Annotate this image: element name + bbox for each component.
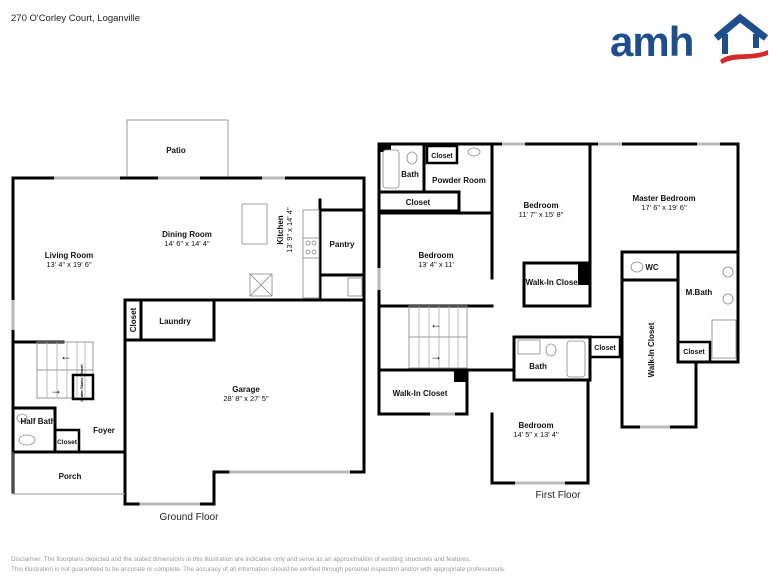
room-half-bath: Half Bath [20,417,55,426]
dims-garage: 28' 8" x 27' 5" [223,394,269,403]
dims-bedroom-1: 13' 4" x 11' [418,260,454,269]
swoosh-icon [720,50,768,64]
property-address: 270 O'Corley Court, Loganville [11,13,141,24]
dims-bedroom-2: 11' 7" x 15' 8" [519,210,564,219]
room-under-stairs-closet: Under Stairs Closet [79,364,84,402]
first-floor: ← → [377,142,740,485]
room-garage: Garage [232,385,260,394]
room-porch: Porch [59,472,82,481]
stair-arrow-right-icon: → [430,349,442,363]
room-bath-mid: Bath [529,362,547,371]
dims-bedroom-3: 14' 5" x 13' 4" [513,430,559,439]
room-walkin-closet-master: Walk-In Closet [647,322,656,377]
room-closet-laundry: Closet [129,307,138,332]
room-bedroom-1: Bedroom [418,251,453,260]
room-closet-top: Closet [431,153,453,160]
room-bedroom-2: Bedroom [523,201,558,210]
room-patio: Patio [166,146,186,155]
room-closet-foyer: Closet [57,439,78,446]
room-powder-room: Powder Room [432,176,486,185]
first-floor-label: First Floor [536,490,582,501]
room-m-bath: M.Bath [686,288,713,297]
room-laundry: Laundry [159,317,191,326]
ground-floor-label: Ground Floor [160,512,220,523]
room-closet-hall: Closet [406,198,431,207]
room-bath-top: Bath [401,170,419,179]
stair-arrow-right-icon: → [50,383,62,397]
room-closet-mid: Closet [594,345,616,352]
disclaimer-line-1: Disclaimer: The floorplans depicted and … [11,556,471,563]
room-bedroom-3: Bedroom [518,421,553,430]
room-master-bedroom: Master Bedroom [632,194,695,203]
room-kitchen: Kitchen [276,215,285,244]
dims-kitchen: 13' 9" x 14' 4" [285,207,294,253]
logo-text: amh [610,18,693,65]
stair-arrow-left-icon: ← [60,349,72,363]
room-foyer: Foyer [93,426,115,435]
dims-dining-room: 14' 6" x 14' 4" [164,239,210,248]
room-wc: WC [645,263,659,272]
room-dining-room: Dining Room [162,230,212,239]
room-walkin-closet-left: Walk-In Closet [393,389,448,398]
house-icon [713,13,769,54]
room-walkin-closet-2: Walk-In Closet [526,278,581,287]
room-pantry: Pantry [330,240,355,249]
room-closet-mbath: Closet [683,349,705,356]
amh-logo: amh [610,13,769,65]
dims-master-bedroom: 17' 6" x 19' 6" [641,203,687,212]
room-living-room: Living Room [45,251,93,260]
disclaimer-line-2: This illustration is not guaranteed to b… [11,566,506,573]
stair-arrow-left-icon: ← [430,317,442,331]
dims-living-room: 13' 4" x 19' 6" [46,260,92,269]
ground-floor: ← → [11,119,366,506]
